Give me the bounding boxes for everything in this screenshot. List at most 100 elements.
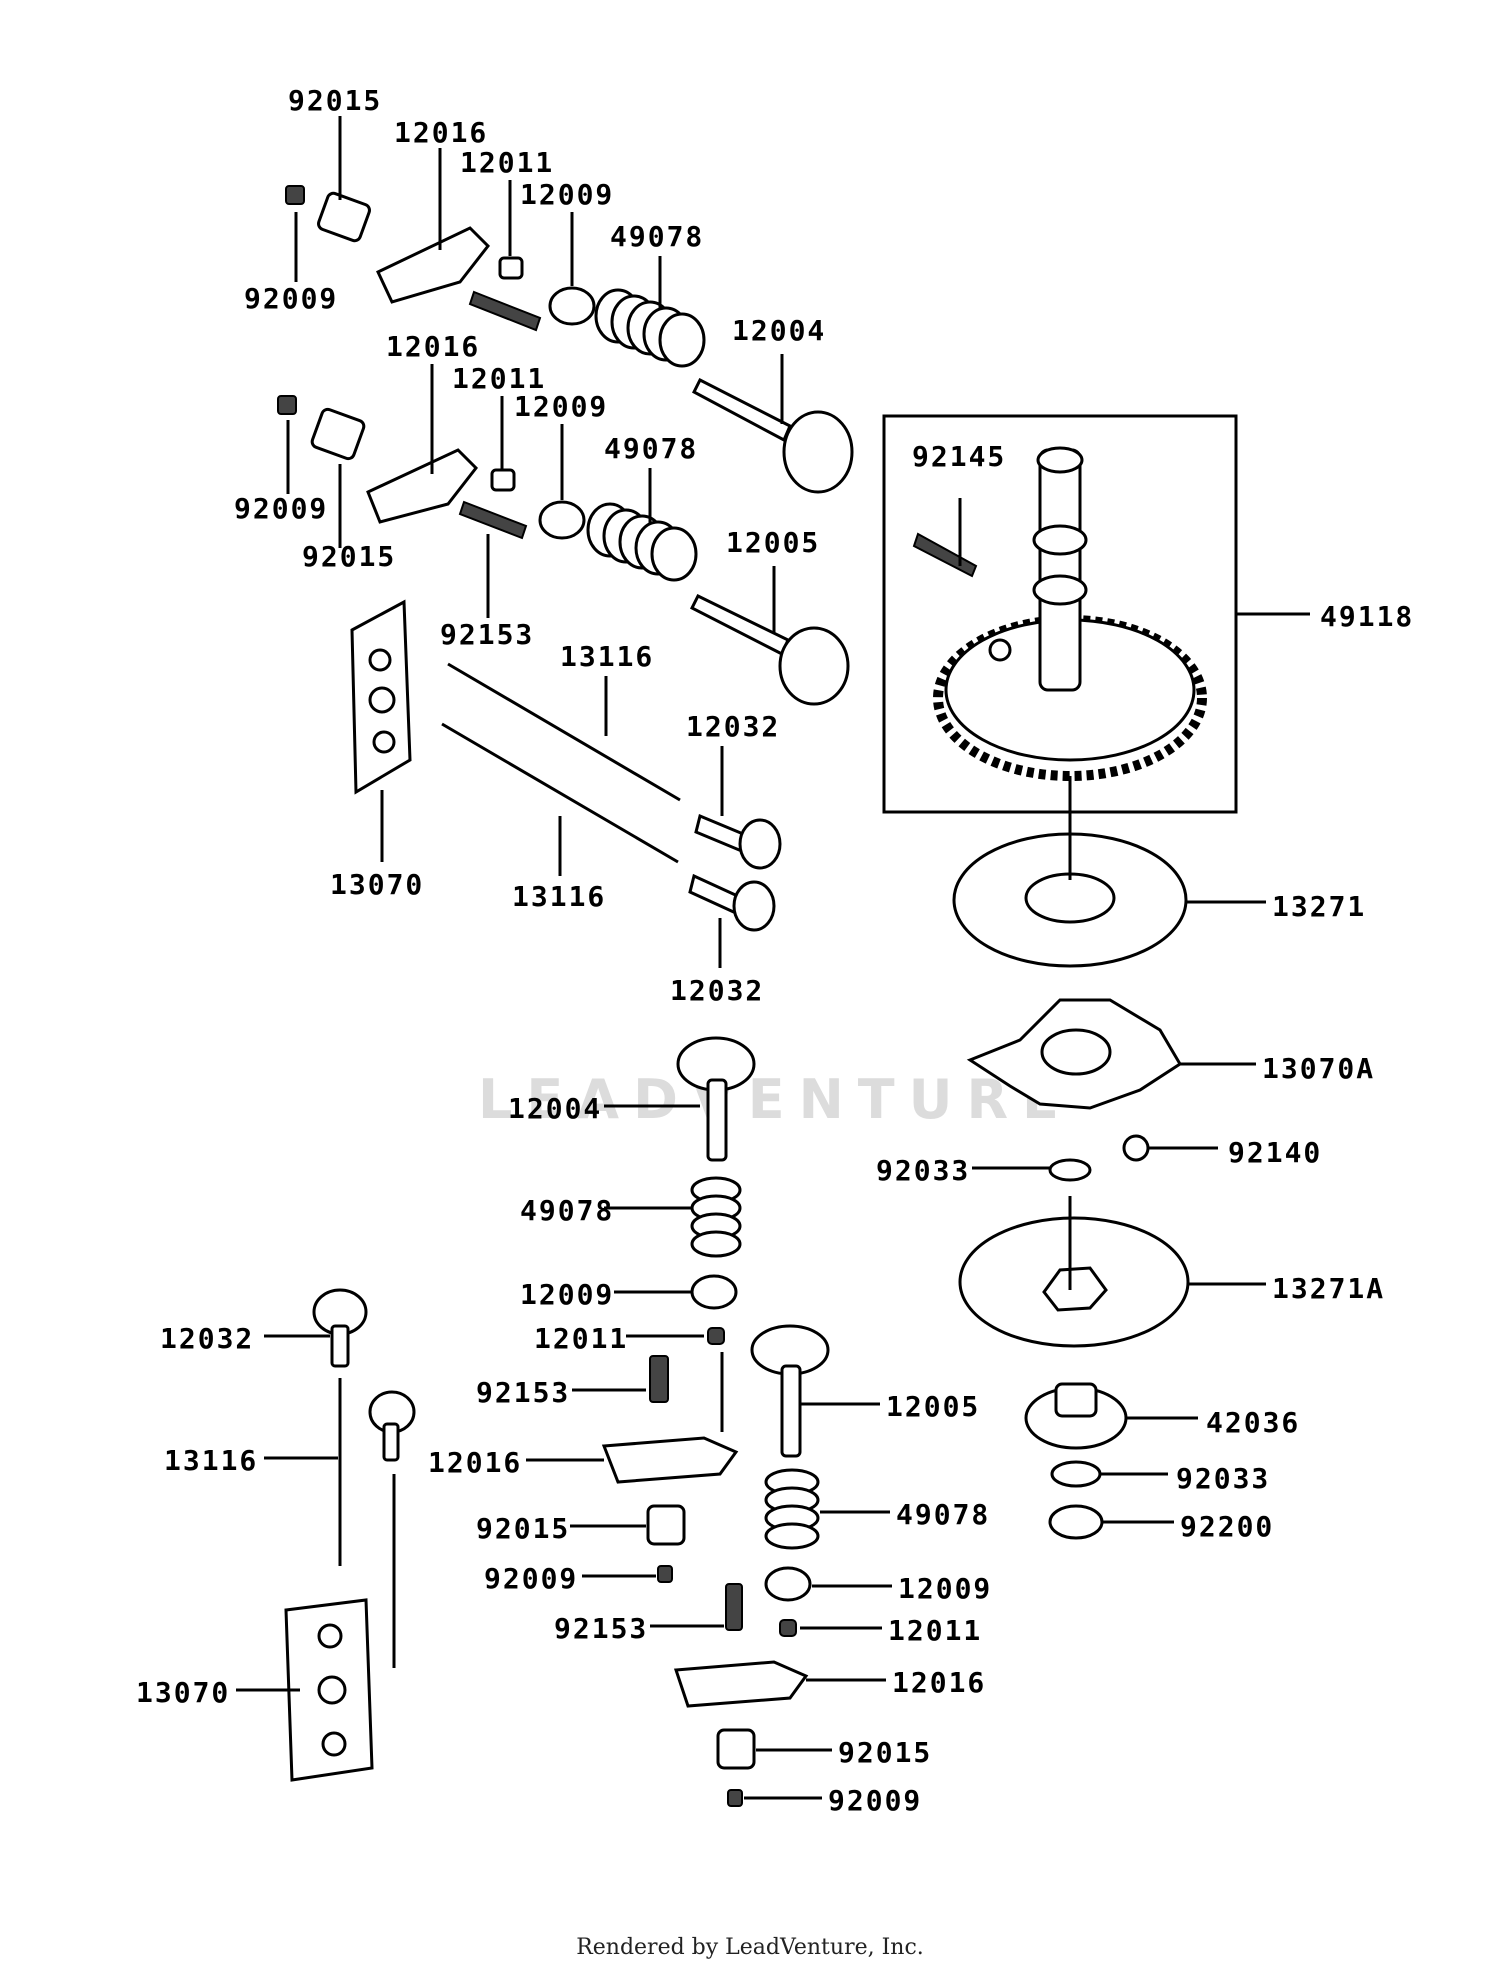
retainer-12009-part: [548, 286, 596, 326]
nut-92009d-part: [727, 1789, 743, 1807]
label-42036: 42036: [1206, 1406, 1300, 1439]
stud-92153c-part: [725, 1583, 743, 1631]
label-12009: 12009: [520, 1278, 614, 1311]
label-13271: 13271: [1272, 890, 1366, 923]
governor-plate-13070A-part: [966, 998, 1183, 1110]
label-92015: 92015: [288, 84, 382, 117]
label-49078: 49078: [604, 432, 698, 465]
label-12004: 12004: [508, 1092, 602, 1125]
retainer-12009d-part: [764, 1566, 812, 1602]
nut-92009-part: [285, 185, 305, 205]
valve-assembly-upper-2: [277, 395, 850, 706]
spring-49078b-part: [586, 502, 698, 582]
label-12032: 12032: [686, 710, 780, 743]
part-labels: 92015 12016 12011 12009 49078 92009 1200…: [136, 84, 1414, 1817]
label-12032: 12032: [670, 974, 764, 1007]
label-13116: 13116: [164, 1444, 258, 1477]
cap-12011-part: [498, 256, 524, 280]
rocker-arm-12016-part: [376, 226, 490, 304]
label-13070A: 13070A: [1262, 1052, 1375, 1085]
label-12011: 12011: [460, 146, 554, 179]
ring-92033b-part: [1050, 1460, 1102, 1488]
label-92015: 92015: [302, 540, 396, 573]
label-92200: 92200: [1180, 1510, 1274, 1543]
valve-12004b-part: [676, 1036, 756, 1162]
ball-92140-part: [1122, 1134, 1150, 1162]
label-12009: 12009: [520, 178, 614, 211]
cap-12011d-part: [779, 1619, 797, 1637]
stud-92153b-part: [649, 1355, 669, 1403]
label-13271A: 13271A: [1272, 1272, 1385, 1305]
cap-12011b-part: [490, 468, 516, 492]
pivot-92015c-part: [646, 1504, 686, 1546]
label-49118: 49118: [1320, 600, 1414, 633]
pivot-92015b-part: [310, 407, 366, 461]
push-rod-13116a-part: [447, 662, 681, 802]
label-92015: 92015: [838, 1736, 932, 1769]
spring-49078d-part: [764, 1468, 820, 1550]
label-12011: 12011: [534, 1322, 628, 1355]
label-12009: 12009: [514, 390, 608, 423]
cap-12011c-part: [707, 1327, 725, 1345]
label-13116: 13116: [560, 640, 654, 673]
camshaft-49118-part: [933, 446, 1207, 781]
label-92009: 92009: [484, 1562, 578, 1595]
retainer-12009b-part: [538, 500, 586, 540]
stud-92153-part: [468, 290, 542, 332]
spring-49078-part: [594, 288, 706, 368]
hub-42036-part: [1024, 1382, 1128, 1450]
leader-lines: [236, 116, 1310, 1800]
label-12011: 12011: [888, 1614, 982, 1647]
label-92153: 92153: [476, 1376, 570, 1409]
stud-92153a-part: [458, 500, 528, 540]
plate-13271A-part: [958, 1216, 1190, 1348]
label-92009: 92009: [234, 492, 328, 525]
label-12016: 12016: [428, 1446, 522, 1479]
label-13070: 13070: [136, 1676, 230, 1709]
pivot-92015-part: [317, 191, 371, 243]
valve-12004-part: [692, 377, 854, 494]
nut-92009b-part: [277, 395, 297, 415]
label-92033: 92033: [876, 1154, 970, 1187]
washer-92200-part: [1048, 1504, 1104, 1540]
label-92153: 92153: [554, 1612, 648, 1645]
label-92145: 92145: [912, 440, 1006, 473]
rocker-arm-12016b-part: [366, 448, 478, 524]
label-12004: 12004: [732, 314, 826, 347]
label-92009: 92009: [244, 282, 338, 315]
label-92009: 92009: [828, 1784, 922, 1817]
spring-49078c-part: [690, 1176, 742, 1258]
nut-92009c-part: [657, 1565, 673, 1583]
push-rod-13116b-part: [441, 722, 679, 864]
label-92015: 92015: [476, 1512, 570, 1545]
label-13116: 13116: [512, 880, 606, 913]
valve-12005b-part: [750, 1324, 830, 1458]
label-49078: 49078: [520, 1194, 614, 1227]
label-12005: 12005: [886, 1390, 980, 1423]
label-49078: 49078: [896, 1498, 990, 1531]
label-12032: 12032: [160, 1322, 254, 1355]
label-92153: 92153: [440, 618, 534, 651]
pivot-92015d-part: [716, 1728, 756, 1770]
footer-credit: Rendered by LeadVenture, Inc.: [576, 1935, 924, 1960]
valve-12005a-part: [689, 593, 850, 706]
ring-92033a-part: [1048, 1158, 1092, 1182]
rocker-arm-12016c-part: [601, 1436, 739, 1484]
spring-92145-part: [912, 532, 978, 578]
watermark: LEADVENTURE: [478, 1068, 1073, 1131]
tappet-12032c-part: [312, 1288, 416, 1462]
label-12016: 12016: [386, 330, 480, 363]
tappet-12032b-part: [688, 873, 776, 932]
rocker-arm-12016d-part: [673, 1660, 809, 1708]
retainer-12009c-part: [690, 1274, 738, 1310]
label-12011: 12011: [452, 362, 546, 395]
label-12016: 12016: [892, 1666, 986, 1699]
label-49078: 49078: [610, 220, 704, 253]
label-92140: 92140: [1228, 1136, 1322, 1169]
tappet-12032a-part: [694, 813, 782, 870]
valve-assembly-upper-1: [285, 185, 854, 494]
label-12016: 12016: [394, 116, 488, 149]
label-12009: 12009: [898, 1572, 992, 1605]
label-12005: 12005: [726, 526, 820, 559]
